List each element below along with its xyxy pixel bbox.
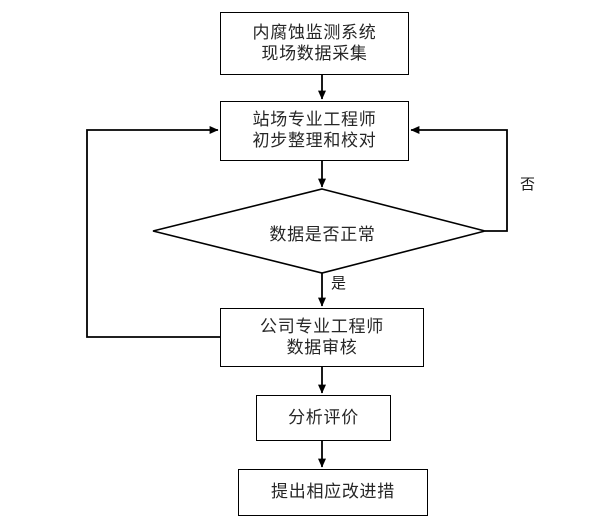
process-node-company-engineer-audit[interactable]: 公司专业工程师 数据审核 [220, 308, 424, 367]
node-line-2: 数据审核 [286, 337, 358, 358]
node-line-2: 初步整理和校对 [252, 131, 377, 151]
node-line-1: 分析评价 [288, 407, 359, 428]
node-line-1: 站场专业工程师 [252, 110, 377, 131]
process-node-analysis-evaluation[interactable]: 分析评价 [256, 395, 391, 441]
edge-n3-n2-no-loop [410, 126, 508, 232]
node-line-1: 公司专业工程师 [260, 316, 384, 337]
edge-n4-n2-left-loop [86, 126, 220, 338]
edge-label-yes: 是 [331, 274, 347, 292]
node-line-1: 数据是否正常 [269, 224, 376, 245]
process-node-improvement-measures[interactable]: 提出相应改进措 [238, 469, 428, 516]
node-line-1: 提出相应改进措 [271, 482, 395, 503]
edge-label-no: 否 [520, 175, 536, 193]
process-node-station-engineer-review[interactable]: 站场专业工程师 初步整理和校对 [220, 101, 409, 161]
node-line-2: 现场数据采集 [261, 43, 368, 64]
node-line-1: 内腐蚀监测系统 [252, 22, 377, 43]
process-node-field-data-collection[interactable]: 内腐蚀监测系统 现场数据采集 [220, 12, 409, 75]
decision-node-data-normal[interactable]: 数据是否正常 [190, 218, 455, 246]
